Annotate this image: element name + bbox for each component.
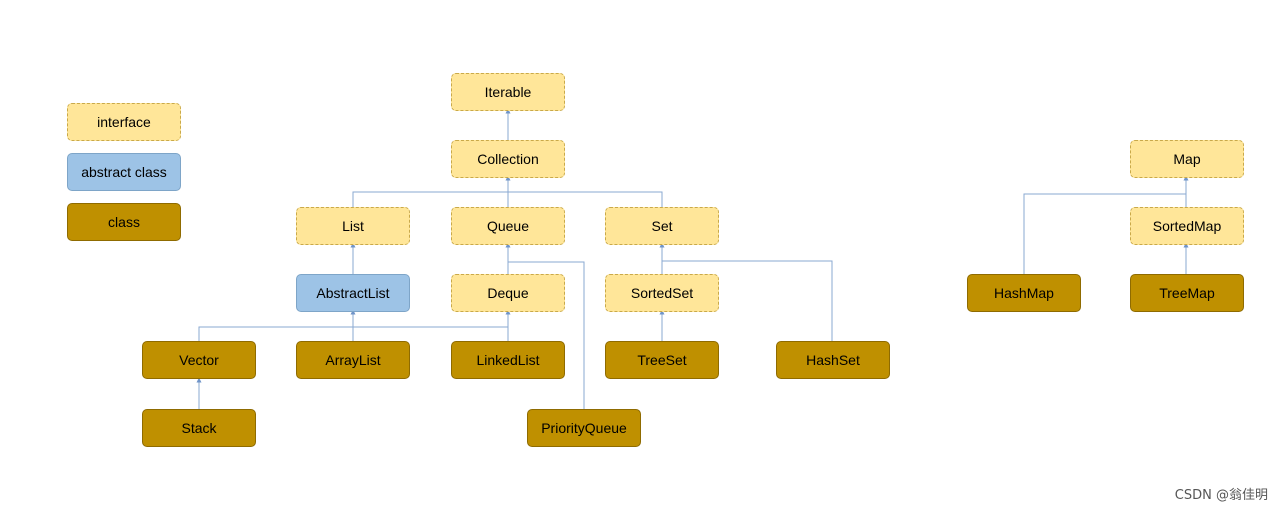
- node-vector: Vector: [142, 341, 256, 379]
- legend-abstract-class: abstract class: [67, 153, 181, 191]
- edge-list-collection: [352, 191, 508, 207]
- node-map: Map: [1130, 140, 1244, 178]
- node-tree-map: TreeMap: [1130, 274, 1244, 312]
- node-sorted-set: SortedSet: [605, 274, 719, 312]
- edge-linkedlist-abstractlist: [353, 326, 509, 341]
- node-list: List: [296, 207, 410, 245]
- node-sorted-map: SortedMap: [1130, 207, 1244, 245]
- node-linked-list: LinkedList: [451, 341, 565, 379]
- node-hash-map: HashMap: [967, 274, 1081, 312]
- edge-priorityqueue-queue: [508, 261, 585, 409]
- edge-set-collection: [508, 191, 663, 207]
- node-set: Set: [605, 207, 719, 245]
- node-queue: Queue: [451, 207, 565, 245]
- node-priority-queue: PriorityQueue: [527, 409, 641, 447]
- legend-class: class: [67, 203, 181, 241]
- node-collection: Collection: [451, 140, 565, 178]
- node-deque: Deque: [451, 274, 565, 312]
- edge-vector-abstractlist: [198, 326, 353, 341]
- watermark: CSDN @翁佳明: [1174, 488, 1268, 503]
- edge-hashmap-map: [1023, 193, 1186, 274]
- node-hash-set: HashSet: [776, 341, 890, 379]
- node-iterable: Iterable: [451, 73, 565, 111]
- legend-interface: interface: [67, 103, 181, 141]
- edge-hashset-set: [662, 260, 833, 341]
- node-tree-set: TreeSet: [605, 341, 719, 379]
- node-abstract-list: AbstractList: [296, 274, 410, 312]
- node-stack: Stack: [142, 409, 256, 447]
- node-array-list: ArrayList: [296, 341, 410, 379]
